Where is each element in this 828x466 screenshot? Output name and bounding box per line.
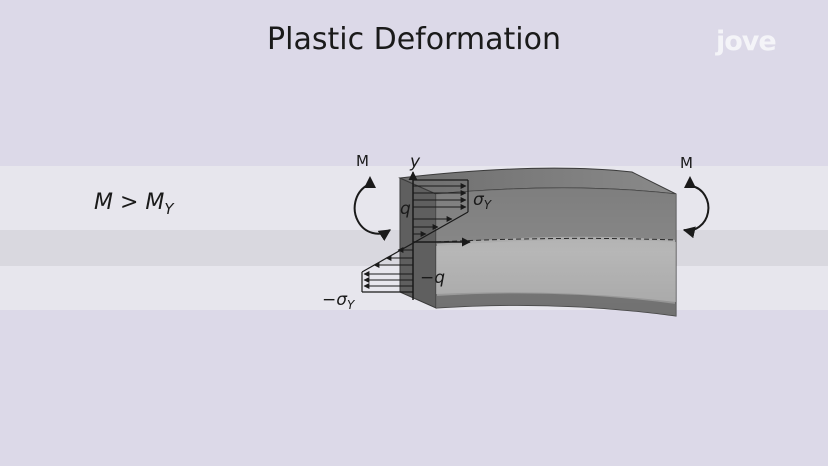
- moment-symbol: M: [94, 190, 113, 215]
- yield-moment-subscript: Y: [164, 200, 174, 218]
- beam-upper-strip: [436, 188, 676, 244]
- beam-cross-section: [399, 177, 437, 309]
- y-axis-label: y: [409, 152, 421, 172]
- stress-distribution: [361, 171, 471, 300]
- moment-right-arrowhead-icon: [684, 176, 696, 188]
- moment-right-label: M: [680, 154, 693, 172]
- moment-right-arrow-icon: [682, 185, 710, 239]
- moment-right: M: [680, 154, 710, 239]
- yield-stress-label: σY: [473, 190, 493, 212]
- moment-condition: M > MY: [94, 190, 174, 218]
- moment-left-label: M: [356, 152, 369, 170]
- bent-beam: [398, 167, 677, 317]
- negative-yield-stress-label: −σY: [322, 290, 356, 312]
- greater-than-symbol: >: [119, 190, 139, 215]
- moment-left-arrow-icon: [353, 185, 392, 241]
- neutral-axis: [435, 237, 677, 243]
- elastic-top-label: q: [400, 199, 411, 219]
- jove-logo: jove: [716, 26, 777, 57]
- moment-left-arrowhead-icon: [364, 176, 376, 188]
- moment-left: M: [353, 152, 392, 241]
- elastic-bottom-label: −q: [420, 268, 445, 288]
- beam-lower-strip: [436, 293, 676, 316]
- page-title: Plastic Deformation: [267, 22, 561, 57]
- yield-moment-symbol: M: [145, 190, 165, 215]
- beam-middle-region: [436, 239, 676, 302]
